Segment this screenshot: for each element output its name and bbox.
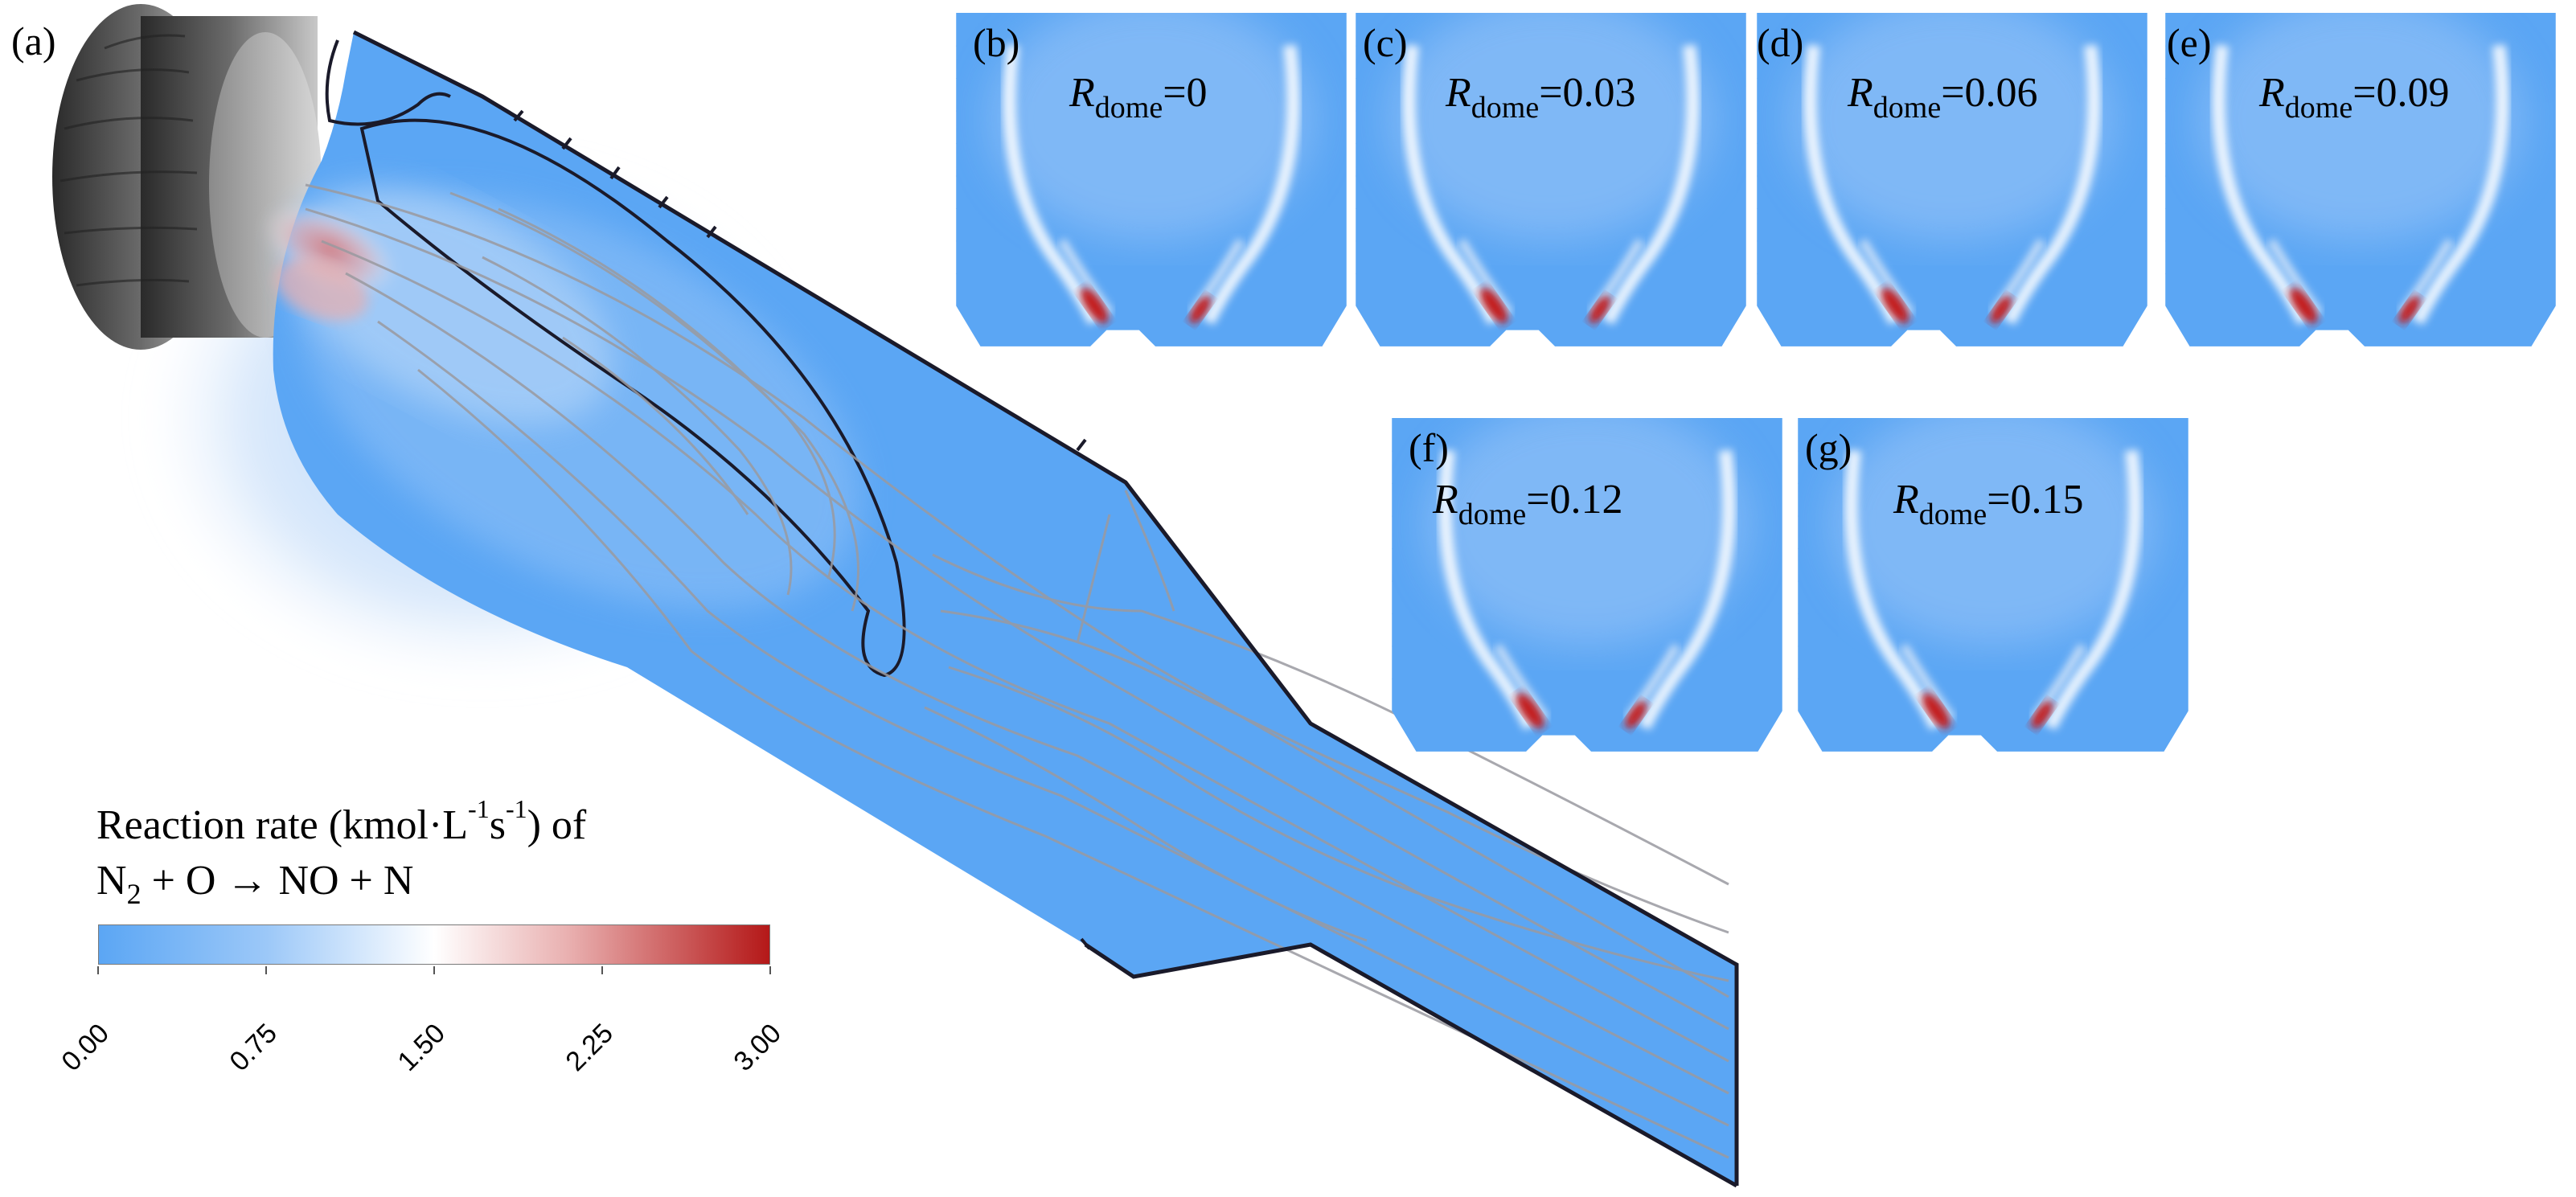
- panel-e-rdome: Rdome=0.09: [2259, 70, 2450, 125]
- panel-g-contour: [1797, 418, 2189, 760]
- colorbar-legend: Reaction rate (kmol·L-1s-1) of N2 + O → …: [55, 788, 788, 1077]
- colorbar-tick-label: 1.50: [392, 1018, 452, 1077]
- panel-a-label: (a): [11, 18, 56, 64]
- colorbar-tick-label: 3.00: [728, 1018, 788, 1077]
- panel-b-rdome: Rdome=0: [1069, 70, 1208, 125]
- colorbar-gradient: [98, 924, 770, 965]
- combustor-flow-field: (a): [11, 4, 1739, 1188]
- panel-d-rdome: Rdome=0.06: [1848, 70, 2038, 125]
- panel-f-rdome: Rdome=0.12: [1433, 477, 1623, 531]
- panel-b-label: (b): [973, 20, 1020, 65]
- panel-g-label: (g): [1805, 425, 1852, 470]
- recirculation-boundary: [359, 118, 906, 678]
- panel-e-label: (e): [2167, 20, 2212, 65]
- panel-c-rdome: Rdome=0.03: [1446, 70, 1636, 125]
- panel-d-contour: [1756, 13, 2148, 355]
- panel-c-label: (c): [1363, 20, 1408, 65]
- colorbar-tick-label: 2.25: [560, 1018, 620, 1077]
- panel-e-contour: [2164, 13, 2557, 355]
- panel-f-contour: [1391, 418, 1783, 760]
- colorbar-tick-mark: [97, 966, 99, 974]
- colorbar-title-line2: N2 + O → NO + N: [96, 858, 414, 910]
- colorbar-title-line1: Reaction rate (kmol·L-1s-1) of: [96, 794, 587, 848]
- liner-outline: [352, 30, 1739, 1188]
- colorbar-tick-mark: [601, 966, 603, 974]
- colorbar-tick-mark: [265, 966, 267, 974]
- colorbar-tick-label: 0.75: [224, 1018, 284, 1077]
- panel-d-label: (d): [1757, 20, 1804, 65]
- streamlines: [305, 183, 1729, 1159]
- panel-c-contour: [1355, 13, 1747, 355]
- panel-f-label: (f): [1409, 425, 1449, 470]
- panel-g-rdome: Rdome=0.15: [1893, 477, 2084, 531]
- colorbar-tick-mark: [433, 966, 435, 974]
- colorbar-tick-mark: [769, 966, 771, 974]
